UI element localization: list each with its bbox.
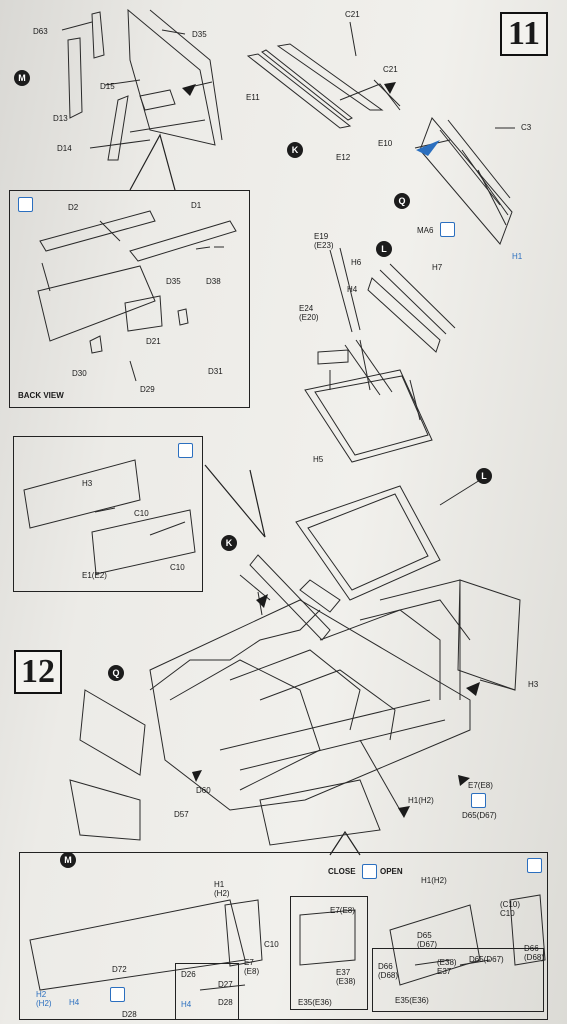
marker-q-step12: Q [108,665,124,681]
label-ma6: MA6 [417,226,434,235]
open-label-d65: D65 (D67) [417,931,438,949]
label-h5: H5 [313,455,324,464]
bottom-label-d72: D72 [112,965,127,974]
label-h1-blue: H1 [512,252,523,261]
label-d57: D57 [174,810,189,819]
bottom-label-h4-a: H4 [181,1000,192,1009]
inset-label-d35: D35 [166,277,181,286]
open-label-e38-e37: (E38) E37 [437,958,457,976]
inset-back-view-drawing [37,210,237,382]
marker-l-top: L [376,241,392,257]
label-h4: H4 [347,285,358,294]
label-h6: H6 [351,258,362,267]
open-label-d66-b: D66 (D68) [524,944,545,962]
label-e24: E24 (E20) [299,304,319,322]
marker-m-step12: M [60,852,76,868]
inset-label-d2: D2 [68,203,79,212]
label-h3: H3 [528,680,539,689]
inset-label-d29: D29 [140,385,155,394]
bottom-label-h4-b: H4 [69,998,80,1007]
rotate-icon [110,987,125,1002]
label-e7-e8: E7(E8) [468,781,493,790]
label-c21-a: C21 [345,10,360,19]
bottom-label-d27: D27 [218,980,233,989]
label-d63: D63 [33,27,48,36]
glue-icon [527,858,542,873]
bottom-label-d28-b: D28 [122,1010,137,1019]
inset-label-d38: D38 [206,277,221,286]
rotate-icon [362,864,377,879]
inset12-label-c10-b: C10 [170,563,185,572]
label-e12: E12 [336,153,351,162]
close-label-e37: E37 (E38) [336,968,356,986]
step-number-11: 11 [500,12,548,56]
bottom-label-c10: C10 [264,940,279,949]
label-d15: D15 [100,82,115,91]
inset-back-view: D2 D1 D35 D38 D21 D30 D29 D31 BACK VIEW [9,190,250,408]
glue-icon [178,443,193,458]
paint-drop-icon [440,222,455,237]
label-h7: H7 [432,263,443,272]
marker-q-top: Q [394,193,410,209]
marker-k-step12: K [221,535,237,551]
label-d60: D60 [196,786,211,795]
close-label-e35: E35(E36) [298,998,332,1007]
label-e10: E10 [378,139,393,148]
label-d14: D14 [57,144,72,153]
open-label-d66-a: D66 (D68) [378,962,399,980]
label-e19: E19 (E23) [314,232,334,250]
bottom-label-d26: D26 [181,970,196,979]
small-parts-box [175,963,239,1020]
inset12-label-e1-e2: E1(E2) [82,571,107,580]
label-c21-b: C21 [383,65,398,74]
label-c3: C3 [521,123,532,132]
bottom-detail-panel [19,852,548,1020]
marker-k-top: K [287,142,303,158]
bottom-label-e7: E7 (E8) [244,958,260,976]
step-number-12: 12 [14,650,62,694]
bottom-label-h1: H1 (H2) [214,880,230,898]
marker-l-step12: L [476,468,492,484]
bottom-label-h2: H2 (H2) [36,990,52,1008]
inset-label-d21: D21 [146,337,161,346]
label-d13: D13 [53,114,68,123]
inset-panel-h3: H3 C10 C10 E1(E2) [13,436,203,592]
inset-label-d30: D30 [72,369,87,378]
rotate-icon [471,793,486,808]
glue-icon [18,197,33,212]
inset-label-d1: D1 [191,201,202,210]
marker-m-top: M [14,70,30,86]
inset-caption-back-view: BACK VIEW [18,391,64,400]
open-label-d65-d67: D65(D67) [469,955,504,964]
label-d65-d67: D65(D67) [462,811,497,820]
inset12-label-h3: H3 [82,479,93,488]
inset-label-d31: D31 [208,367,223,376]
inset12-label-c10-a: C10 [134,509,149,518]
open-detail-box [372,948,544,1012]
open-label-h1-h2: H1(H2) [421,876,447,885]
open-label-c10: (C10) C10 [500,900,521,918]
label-e11: E11 [246,93,260,102]
label-h1-h2: H1(H2) [408,796,434,805]
label-d35: D35 [192,30,207,39]
open-label: OPEN [380,867,403,876]
close-detail-box [290,896,368,1010]
close-label: CLOSE [328,867,356,876]
close-label-e7-e8: E7(E8) [330,906,355,915]
bottom-label-d28-a: D28 [218,998,233,1007]
open-label-e35-e36: E35(E36) [395,996,429,1005]
